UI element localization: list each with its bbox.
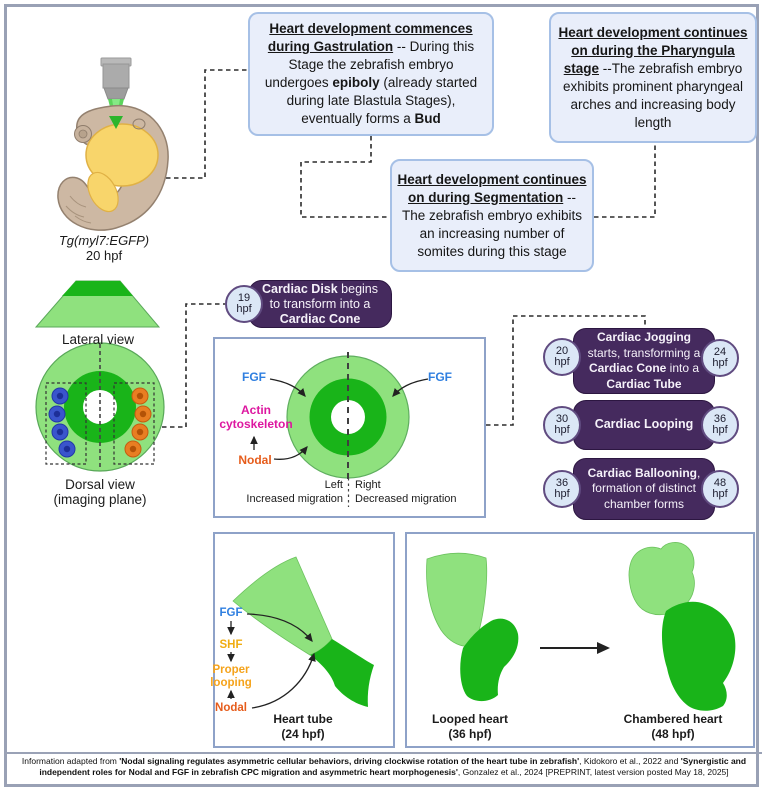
citation-text: Information adapted from 'Nodal signalin…: [21, 756, 747, 777]
embryo-heart-gfp: [109, 116, 123, 129]
heart-tube-stage: (24 hpf): [281, 727, 325, 741]
gastrulation-title: Heart development commences during Gastr…: [267, 21, 473, 54]
dorsal-view-label: Dorsal view: [65, 477, 135, 492]
nodal-to-cone-arrow: [273, 446, 308, 460]
proper-looping-label-line2: looping: [210, 677, 252, 689]
heart-tube-outflow: [310, 639, 374, 707]
connector-gastrulation-to-segmentation: [300, 136, 390, 218]
cardiac-jogging-badge: Cardiac Jogging starts, transforming a C…: [573, 328, 715, 394]
looped-heart-atrium: [426, 552, 488, 647]
heart-tube-label: Heart tube: [273, 712, 333, 726]
stage-20hpf-label: 20 hpf: [85, 248, 123, 263]
looped-heart-label: Looped heart: [431, 712, 508, 726]
gastrulation-box: Heart development commences during Gastr…: [248, 12, 494, 136]
embryo-tail-somites: [65, 195, 92, 224]
increased-migration-label: Increased migration: [246, 493, 343, 505]
lateral-cone-top: [62, 281, 133, 296]
right-cells-orange: [124, 387, 152, 458]
segmentation-title: Heart development continues on during Se…: [397, 171, 587, 205]
embryo-eye-lens: [78, 129, 88, 139]
lateral-view-label: Lateral view: [61, 332, 135, 347]
left-cells-blue: [48, 387, 76, 458]
looped-heart-ventricle: [460, 618, 519, 702]
heart-tube-shape: [227, 556, 374, 709]
fgf-cascade-label: FGF: [219, 607, 243, 619]
fgf-left-label: FGF: [242, 370, 266, 384]
segmentation-box: Heart development continues on during Se…: [390, 159, 594, 272]
actin-label-line2: cytoskeleton: [219, 417, 293, 431]
microscope-objective: [102, 63, 130, 89]
cardiac-cone-diagram: [250, 352, 429, 507]
looped-heart-stage: (36 hpf): [448, 727, 492, 741]
actin-label-line1: Actin: [241, 403, 271, 417]
connector-segmentation-to-pharyngula: [594, 143, 656, 218]
transgene-label: Tg(myl7:EGFP): [58, 233, 150, 248]
chambered-heart-atrium: [628, 542, 695, 615]
cardiac-ballooning-badge: Cardiac Ballooning, formation of distinc…: [573, 458, 715, 520]
shf-label: SHF: [219, 639, 243, 651]
cardiac-looping-badge: Cardiac Looping: [573, 400, 715, 450]
citation-separator-line: [6, 752, 762, 754]
embryo-illustration: [57, 57, 169, 231]
connector-embryo-to-gastrulation: [166, 69, 248, 179]
dorsal-view-sublabel: (imaging plane): [53, 492, 147, 507]
pharyngula-title: Heart development continues on during th…: [558, 24, 748, 76]
fgf-to-tube-arrow: [246, 613, 313, 643]
nodal-to-tube-arrow: [251, 652, 316, 709]
objective-tip: [103, 87, 129, 100]
chambered-heart-stage: (48 hpf): [651, 727, 695, 741]
heart-morphology-shapes: [426, 542, 736, 711]
connector-cone-to-jogging: [486, 315, 646, 426]
yolk-extension: [87, 171, 119, 213]
nodal-label: Nodal: [238, 453, 272, 467]
cone-lumen: [331, 400, 365, 434]
heart-tube-panel: [213, 532, 395, 748]
chambered-heart-label: Chambered heart: [623, 712, 723, 726]
right-label: Right: [355, 479, 381, 491]
chambered-heart-ventricle: [661, 601, 736, 711]
otic-vesicle: [132, 118, 146, 130]
yolk: [85, 123, 159, 187]
fgf-left-arrow: [269, 378, 306, 397]
dorsal-view-shape: [35, 342, 165, 472]
proper-looping-label-line1: Proper: [212, 664, 250, 676]
connector-views-to-19hpf: [162, 303, 225, 428]
fgf-right-arrow: [392, 378, 429, 397]
fgf-right-label: FGF: [428, 370, 452, 384]
cardiac-disk-badge: Cardiac Disk begins to transform into a …: [248, 280, 392, 328]
pharyngula-box: Heart development continues on during th…: [549, 12, 757, 143]
nodal-cascade-label: Nodal: [215, 702, 247, 714]
left-label: Left: [324, 479, 343, 491]
lateral-view-shape: [34, 280, 161, 328]
decreased-migration-label: Decreased migration: [355, 493, 457, 505]
figure-frame: [4, 4, 759, 787]
